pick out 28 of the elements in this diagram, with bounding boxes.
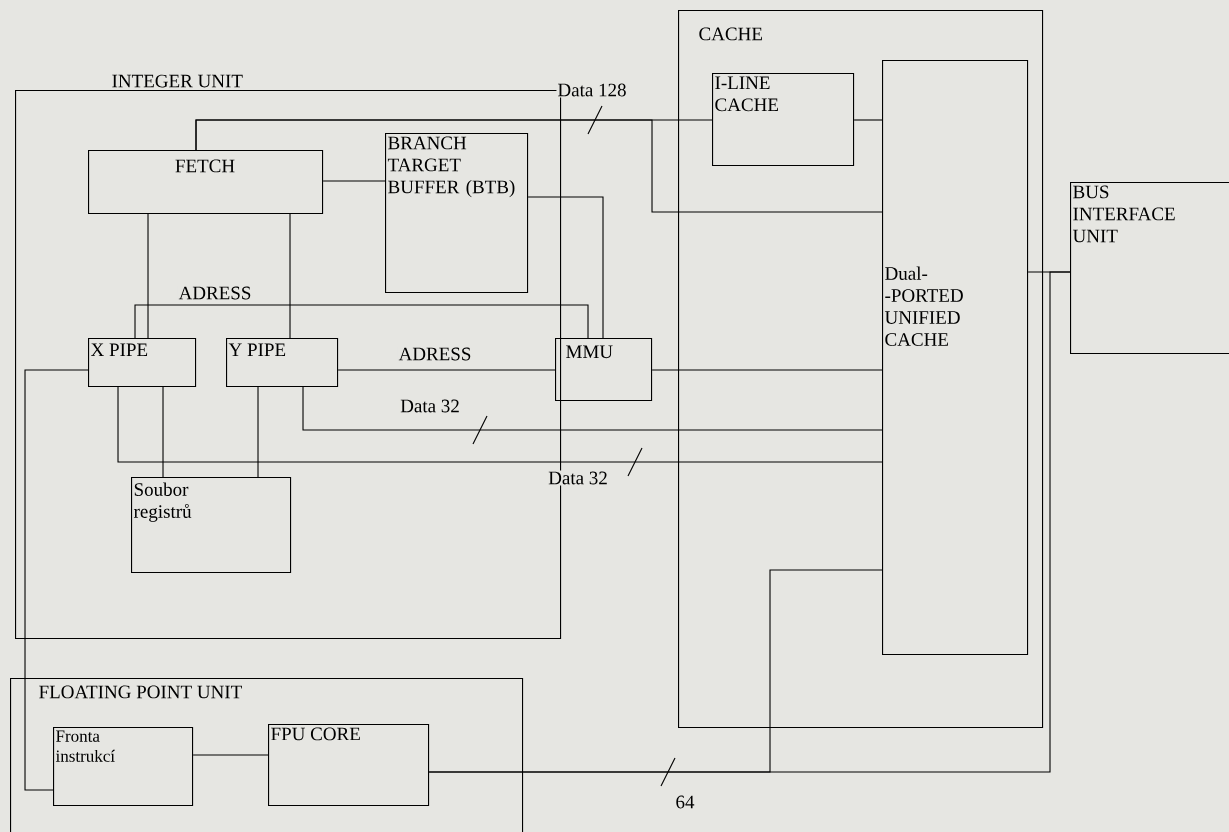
connector-line [195,119,883,213]
connector-line [651,369,883,371]
block-box: I-LINE CACHE [712,73,855,167]
connector-line [322,180,386,182]
connector-line [117,386,883,463]
connector-line [337,369,556,371]
block-box: MMU [555,338,653,402]
connector-line [134,304,589,339]
block-box: Fronta instrukcí [53,727,194,807]
node-label: INTEGER UNIT [112,74,243,88]
block-box: FETCH [88,150,324,215]
connector-line [257,386,259,478]
connector-line [1027,271,1071,273]
connector-line [192,754,269,756]
block-box: FPU CORE [268,724,430,807]
block-box: Dual- -PORTED UNIFIED CACHE [882,60,1029,656]
connector-line [527,196,604,339]
connector-line [147,213,149,339]
block-box: BUS INTERFACE UNIT [1070,182,1229,355]
connector-line [162,386,164,478]
connector-line [302,386,883,431]
connector-line [289,213,291,339]
connector-line [853,119,883,121]
block-box: BRANCH TARGET BUFFER (BTB) [385,133,529,294]
connector-line [24,369,89,791]
block-box: Soubor registrů [131,477,292,574]
block-box: Y PIPE [226,338,339,388]
block-box: X PIPE [88,338,197,388]
